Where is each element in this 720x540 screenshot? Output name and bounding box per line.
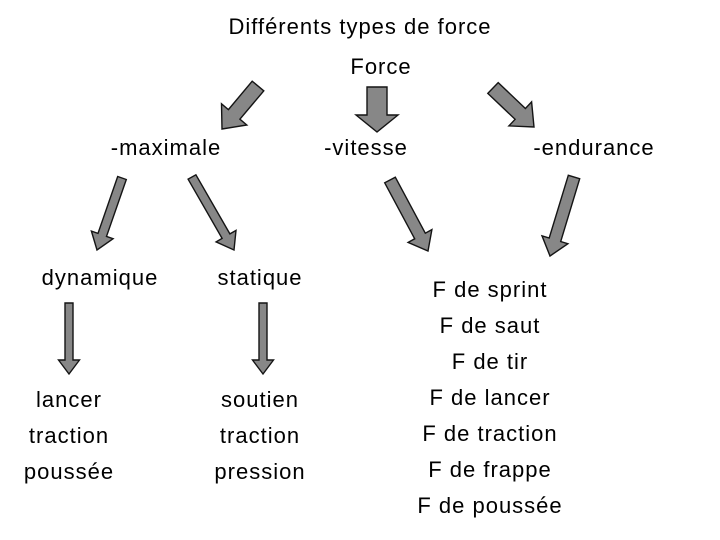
arrow-force-to-maximale — [220, 80, 265, 130]
arrow-vitesse-to-force-list — [383, 176, 433, 252]
list-item: F de lancer — [429, 385, 551, 410]
list-item: lancer — [36, 387, 102, 412]
arrow-force-to-endurance — [486, 81, 535, 128]
node-force: Force — [350, 54, 412, 79]
statique-list: soutien traction pression — [214, 382, 305, 490]
list-item: F de tir — [451, 349, 529, 374]
node-endurance: -endurance — [533, 135, 655, 160]
list-item: pression — [214, 459, 306, 484]
node-dynamique: dynamique — [41, 265, 159, 290]
arrow-maximale-to-statique — [187, 173, 237, 252]
list-item: F de traction — [422, 421, 558, 446]
list-item: F de frappe — [428, 457, 552, 482]
force-type-list: F de sprint F de saut F de tir F de lanc… — [417, 272, 562, 524]
arrow-maximale-to-dynamique — [90, 175, 128, 252]
dynamique-list: lancer traction poussée — [24, 382, 114, 490]
node-maximale: -maximale — [110, 135, 222, 160]
arrow-force-to-vitesse — [354, 86, 400, 133]
arrow-dynamique-to-list — [57, 302, 81, 376]
list-item: soutien — [221, 387, 299, 412]
list-item: traction — [219, 423, 301, 448]
arrow-endurance-to-force-list — [540, 174, 581, 258]
list-item: F de poussée — [417, 493, 563, 518]
node-vitesse: -vitesse — [324, 135, 408, 160]
slide-title: Différents types de force — [228, 14, 492, 39]
list-item: poussée — [23, 459, 115, 484]
node-statique: statique — [217, 265, 303, 290]
list-item: F de sprint — [432, 277, 548, 302]
list-item: traction — [28, 423, 110, 448]
arrow-statique-to-list — [251, 302, 275, 376]
list-item: F de saut — [439, 313, 541, 338]
